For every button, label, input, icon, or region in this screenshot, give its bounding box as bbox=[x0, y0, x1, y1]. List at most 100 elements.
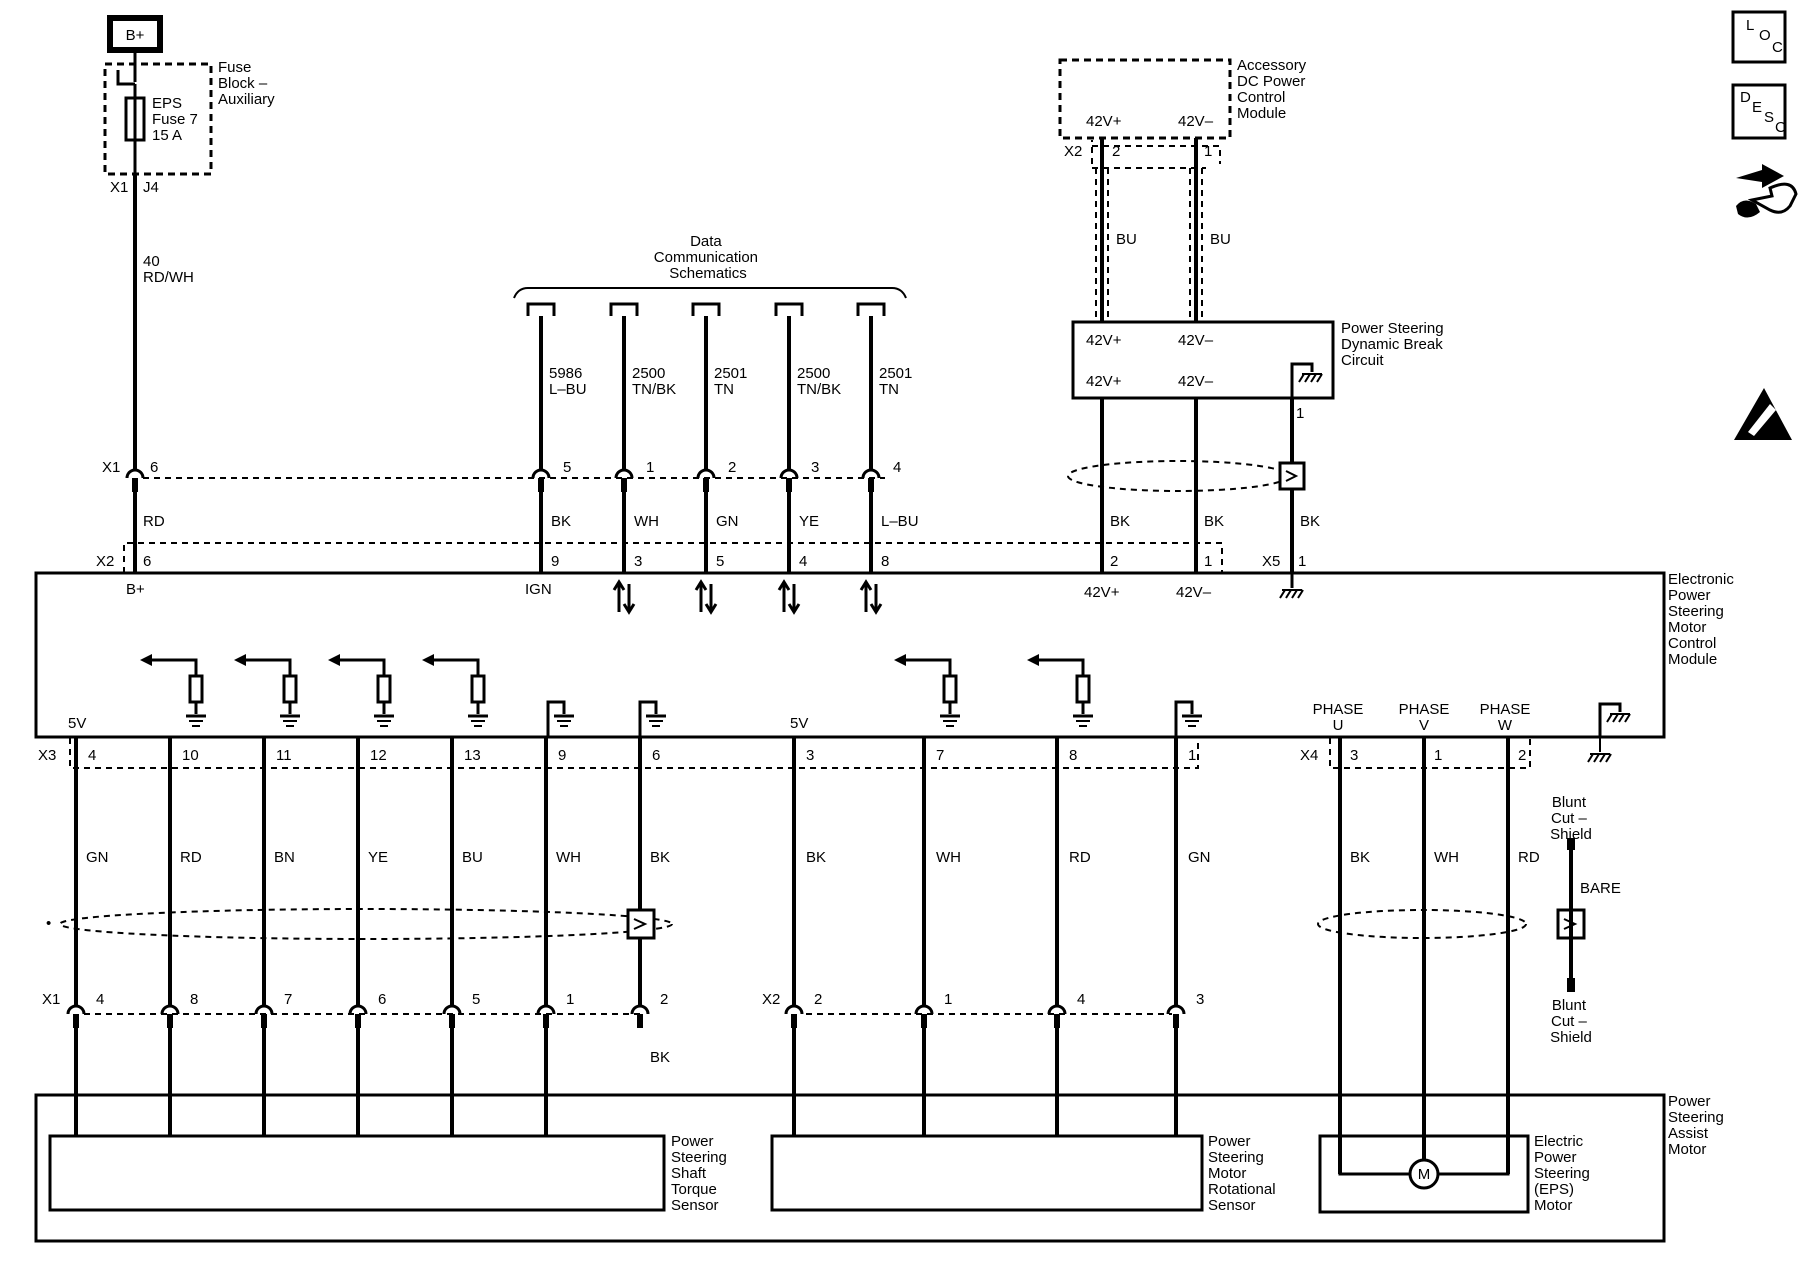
torque-wire-color: RD bbox=[180, 849, 202, 866]
eps-motor-box bbox=[1318, 1134, 1530, 1214]
module-pos-pin: 2 bbox=[1110, 553, 1118, 570]
b-plus-x2-pin: 6 bbox=[143, 553, 151, 570]
torque-x1-pin: 5 bbox=[472, 991, 480, 1008]
bidirectional-arrow-icon bbox=[869, 584, 883, 615]
esd-warning-icon[interactable] bbox=[1734, 388, 1792, 440]
rotational-x2-terminal bbox=[914, 1004, 934, 1015]
data-link-circuit-color: TN/BK bbox=[797, 381, 841, 398]
rotational-x3-pin: 1 bbox=[1188, 747, 1196, 764]
torque-x1-terminal-stub bbox=[261, 1014, 267, 1028]
fuse-feed-wire bbox=[116, 50, 137, 86]
output-arrow-icon bbox=[1027, 654, 1039, 666]
signal-line bbox=[336, 658, 386, 676]
connector-end-view-icon[interactable] bbox=[1736, 164, 1798, 218]
torque-x1-pin: 1 bbox=[566, 991, 574, 1008]
motor-phase-wire-color: WH bbox=[1434, 849, 1459, 866]
module-x5-ground-icon bbox=[1279, 572, 1304, 599]
accessory-pos-wire-color: BU bbox=[1116, 231, 1137, 248]
assist-motor-name: Power Steering Assist Motor bbox=[1668, 1093, 1728, 1158]
x4-connector: X4 bbox=[1300, 747, 1318, 764]
torque-shield-drain-arrow bbox=[633, 918, 648, 930]
data-link-x1-terminal-stub bbox=[621, 478, 627, 492]
motor-shield-ellipse bbox=[1317, 909, 1527, 939]
bidirectional-arrow-icon bbox=[787, 584, 801, 615]
battery-label: B+ bbox=[126, 27, 145, 44]
torque-x1-terminal bbox=[630, 1004, 650, 1015]
data-link-x1-pin: 1 bbox=[646, 459, 654, 476]
b-plus-circuit-labels: X1 6 RD X2 6 B+ bbox=[96, 459, 165, 598]
svg-text:L: L bbox=[1746, 17, 1754, 34]
loc-icon[interactable]: L O C bbox=[1731, 10, 1787, 64]
motor-x4-pin: 1 bbox=[1434, 747, 1442, 764]
module-x5-connector: X5 bbox=[1262, 553, 1280, 570]
motor-x4-pin: 3 bbox=[1350, 747, 1358, 764]
data-link-x1-pin: 4 bbox=[893, 459, 901, 476]
output-arrow-icon bbox=[894, 654, 906, 666]
torque-wire-color: GN bbox=[86, 849, 109, 866]
data-link-x1-terminal bbox=[531, 468, 551, 479]
svg-text:S: S bbox=[1764, 109, 1774, 126]
data-link-x1-terminal-stub bbox=[868, 478, 874, 492]
torque-wire-color: BK bbox=[650, 849, 670, 866]
data-link-x1-pin: 5 bbox=[563, 459, 571, 476]
torque-x1-terminal bbox=[160, 1004, 180, 1015]
dynamic-break-box bbox=[1071, 320, 1335, 400]
resistor-icon bbox=[188, 674, 204, 704]
fuse-x1-connector: X1 bbox=[110, 179, 128, 196]
resistor-icon bbox=[1075, 674, 1091, 704]
svg-text:C: C bbox=[1772, 39, 1783, 56]
x4-connector-dashes bbox=[1329, 738, 1531, 769]
torque-shield-marker: • bbox=[46, 915, 51, 932]
torque-x1-terminal bbox=[442, 1004, 462, 1015]
torque-wire-color: WH bbox=[556, 849, 581, 866]
data-link-x1-terminal-stub bbox=[703, 478, 709, 492]
accessory-pos-label: 42V+ bbox=[1086, 113, 1122, 130]
bottom-wire-harness: 4GN410RD811BN712YE613BU59WH16BK23BK27WH1… bbox=[66, 737, 1540, 1174]
torque-x3-pin: 6 bbox=[652, 747, 660, 764]
bidirectional-arrow-icon bbox=[694, 579, 708, 612]
circuit-40-color: RD/WH bbox=[143, 269, 194, 286]
data-link-x1-terminal-stub bbox=[538, 478, 544, 492]
chassis-ground-icon bbox=[1606, 713, 1631, 723]
module-neg-pin: 1 bbox=[1204, 553, 1212, 570]
rotational-x2-terminal-stub bbox=[791, 1014, 797, 1028]
motor-phase-wire-color: BK bbox=[1350, 849, 1370, 866]
svg-text:O: O bbox=[1759, 27, 1771, 44]
signal-line bbox=[430, 658, 480, 676]
torque-shield-drain-box bbox=[626, 908, 656, 940]
data-link-x2-pin: 4 bbox=[799, 553, 807, 570]
desc-icon[interactable]: D E S C bbox=[1731, 83, 1787, 140]
data-link-circuit-number: 2500 bbox=[632, 365, 665, 382]
rotational-wire-color: RD bbox=[1069, 849, 1091, 866]
torque-x3-pin: 11 bbox=[276, 747, 292, 764]
rotational-5v-label: 5V bbox=[790, 715, 808, 732]
rotational-x2-terminal bbox=[1166, 1004, 1186, 1015]
rotational-x2-pin: 2 bbox=[814, 991, 822, 1008]
output-arrow-icon bbox=[328, 654, 340, 666]
control-module-name: Electronic Power Steering Motor Control … bbox=[1668, 571, 1738, 668]
rotational-x2-terminal bbox=[784, 1004, 804, 1015]
data-link-x1-terminal-stub bbox=[786, 478, 792, 492]
signal-line bbox=[902, 658, 952, 676]
data-link-connector-icon bbox=[774, 302, 804, 316]
torque-x1-pin: 8 bbox=[190, 991, 198, 1008]
x3-connector: X3 bbox=[38, 747, 56, 764]
data-comm-title: Data Communication Schematics bbox=[654, 233, 762, 282]
data-link-connector-icon bbox=[609, 302, 639, 316]
data-link-x2-pin: 3 bbox=[634, 553, 642, 570]
torque-x1-pin: 7 bbox=[284, 991, 292, 1008]
data-link-x2-pin: 9 bbox=[551, 553, 559, 570]
resistor-icon bbox=[470, 674, 486, 704]
module-pos-label: 42V+ bbox=[1084, 584, 1120, 601]
module-neg-label: 42V– bbox=[1176, 584, 1212, 601]
data-link-x1-terminal bbox=[779, 468, 799, 479]
dynamic-break-group: Power Steering Dynamic Break Circuit 42V… bbox=[1067, 320, 1444, 572]
rotational-x2-pin: 1 bbox=[944, 991, 952, 1008]
torque-x1-terminal-stub bbox=[355, 1014, 361, 1028]
data-communication-group: Data Communication Schematics 5986L–BU5B… bbox=[513, 233, 919, 615]
b-plus-x1-terminal bbox=[125, 468, 145, 479]
torque-x1-terminal-stub bbox=[73, 1014, 79, 1028]
eps-motor-symbol bbox=[1408, 1158, 1440, 1190]
torque-x1-terminal-stub bbox=[637, 1014, 643, 1028]
